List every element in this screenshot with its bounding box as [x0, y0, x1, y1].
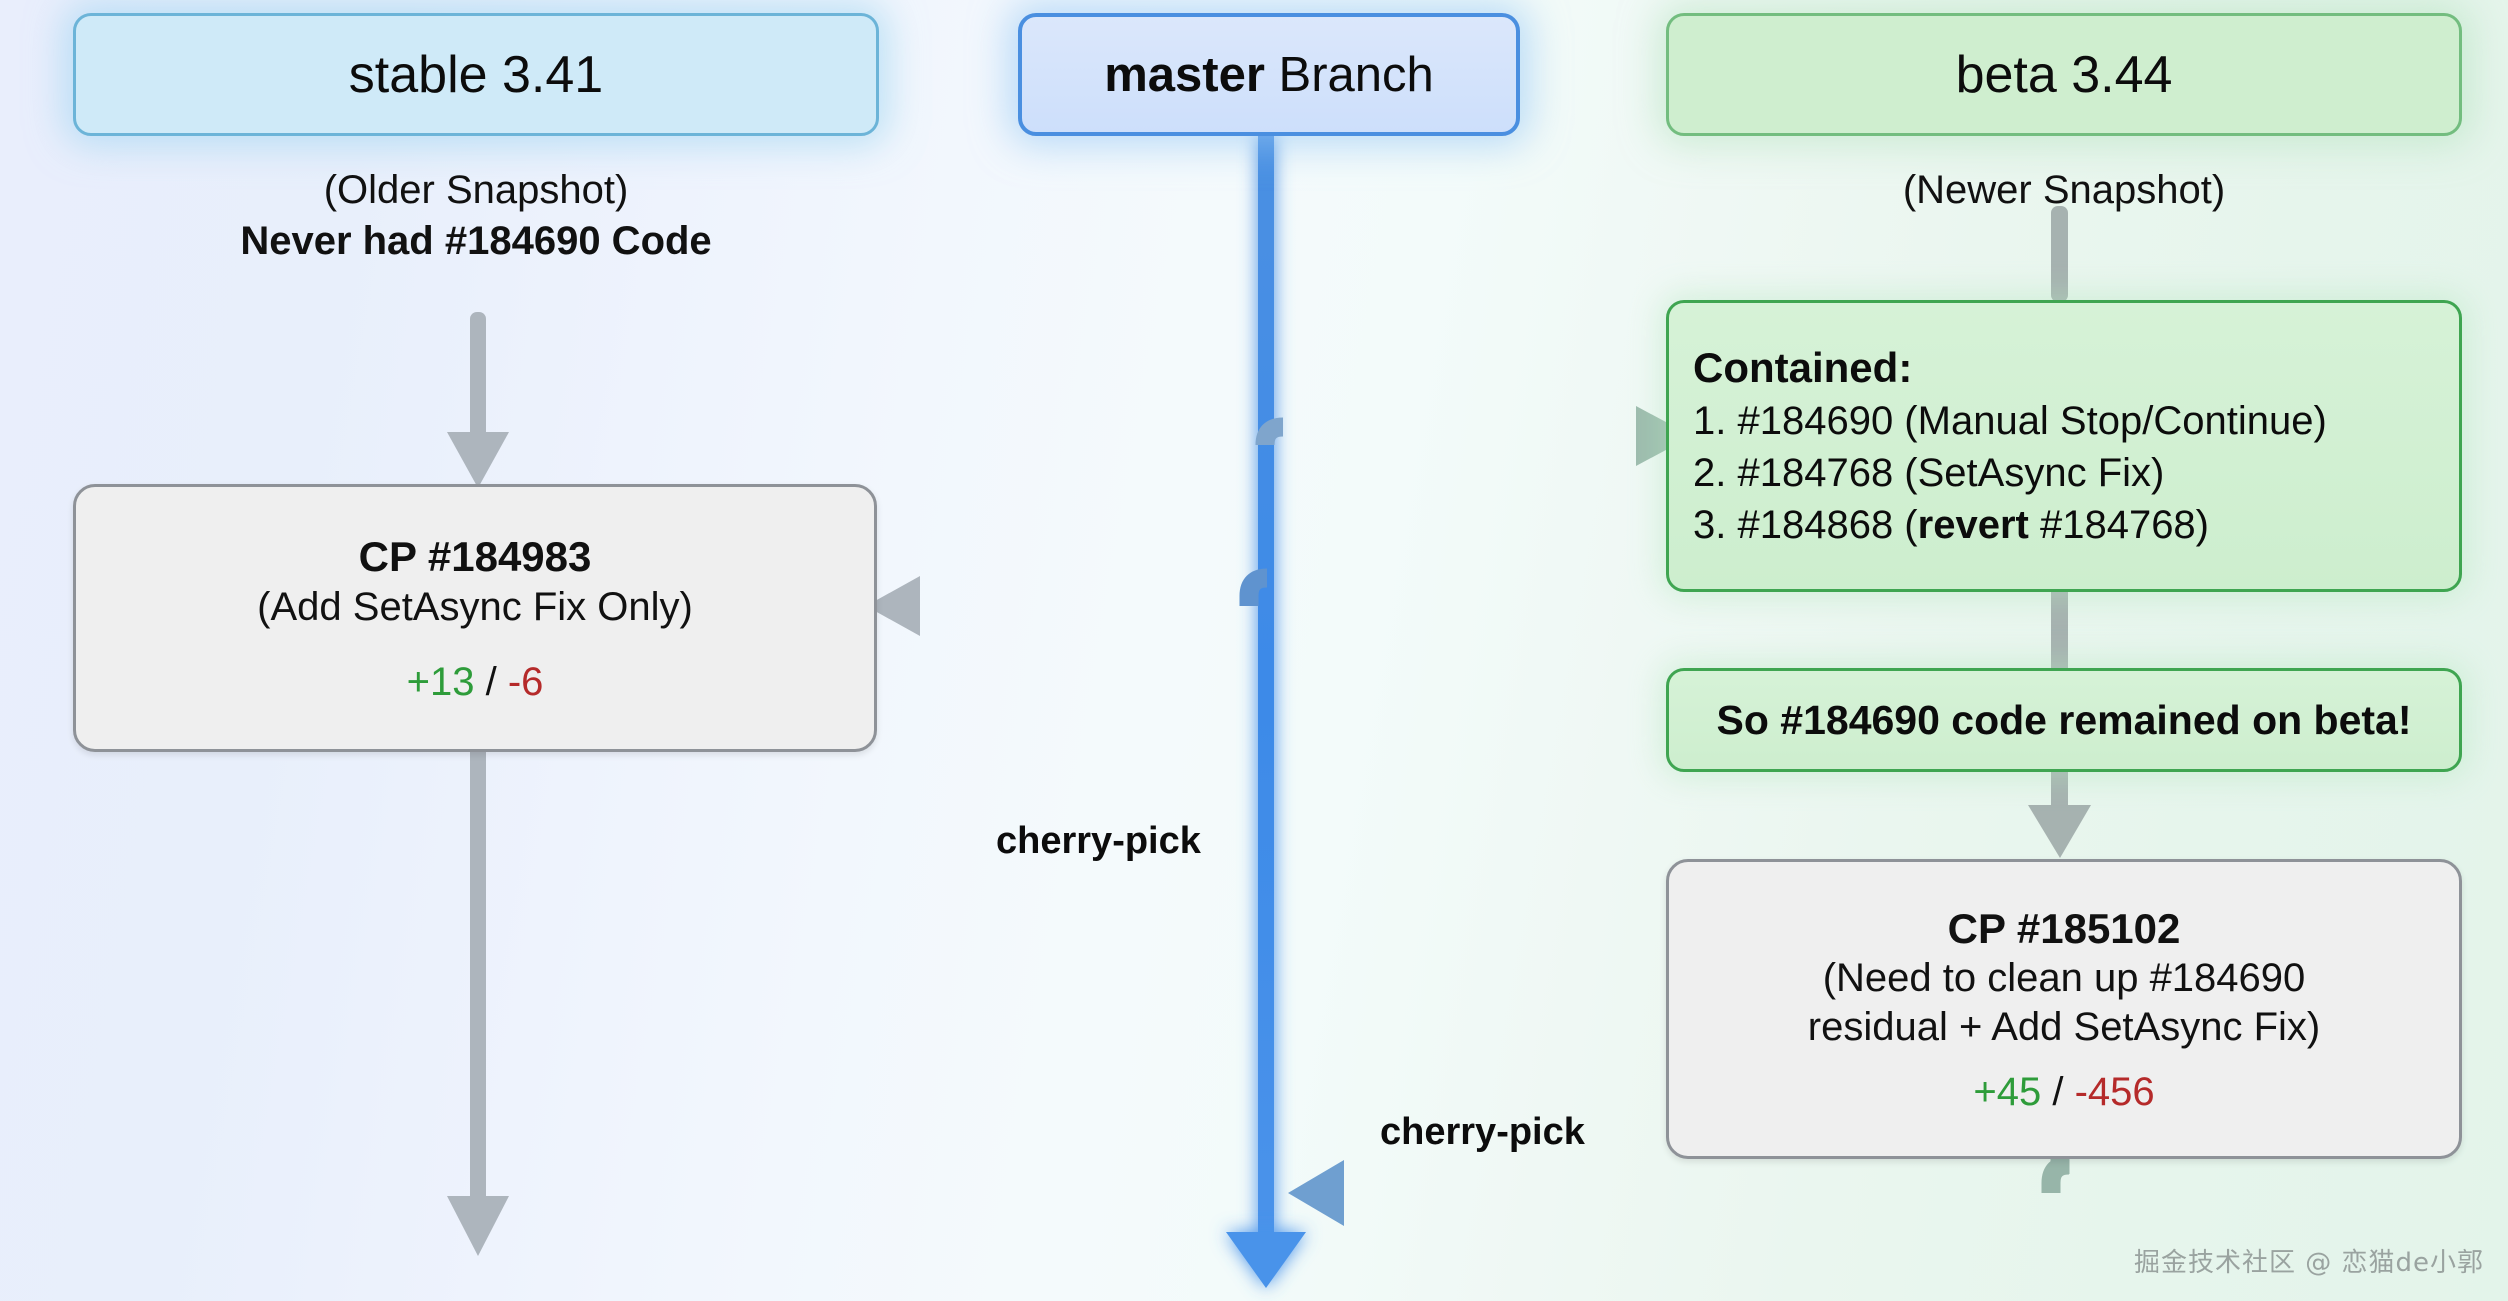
cherry-pick-label-from-beta: cherry-pick	[1380, 1111, 1585, 1153]
contained-item-3-bold: revert	[1917, 503, 2029, 548]
stable-branch-header[interactable]: stable 3.41	[73, 13, 879, 136]
beta-remained-label: So #184690 code remained on beta!	[1716, 696, 2412, 743]
beta-remained-note[interactable]: So #184690 code remained on beta!	[1666, 668, 2462, 772]
arrow-master-to-beta	[1255, 406, 1692, 466]
beta-header-label: beta 3.44	[1955, 45, 2173, 104]
beta-branch-header[interactable]: beta 3.44	[1666, 13, 2462, 136]
contained-item-3-text: 3. #184868 (	[1693, 503, 1918, 548]
connector-beta-header-to-contained	[2051, 206, 2068, 302]
stable-cp-deletions: -6	[507, 659, 544, 704]
beta-cp-subtitle-line2: residual + Add SetAsync Fix)	[1807, 1005, 2321, 1050]
stable-cp-diffstat: +13 / -6	[98, 660, 852, 705]
arrow-remained-to-cp-beta	[2028, 772, 2091, 858]
beta-cp-card[interactable]: CP #185102 (Need to clean up #184690 res…	[1666, 859, 2462, 1159]
arrow-master-to-stable-cp	[866, 568, 1268, 636]
master-branch-header[interactable]: master Branch	[1018, 13, 1520, 136]
beta-cp-title: CP #185102	[1947, 905, 2181, 953]
beta-cp-additions: +45	[1973, 1069, 2042, 1114]
contained-heading: Contained:	[1693, 343, 1913, 391]
beta-caption: (Newer Snapshot)	[1666, 165, 2462, 216]
watermark: 掘金技术社区 @ 恋猫de小郭	[2133, 1248, 2484, 1278]
master-header-regular: Branch	[1278, 47, 1434, 102]
connector-contained-to-remained	[2051, 592, 2068, 670]
stable-cp-subtitle: (Add SetAsync Fix Only)	[257, 584, 693, 629]
contained-item-1-text: 1. #184690 (Manual Stop/Continue)	[1693, 399, 2327, 444]
stable-cp-card[interactable]: CP #184983 (Add SetAsync Fix Only) +13 /…	[73, 484, 877, 752]
arrow-beta-cp-to-master	[1288, 1155, 2070, 1226]
cherry-pick-label-to-stable: cherry-pick	[996, 820, 1201, 862]
stable-caption-line2: Never had #184690 Code	[240, 219, 712, 264]
contained-item-2: 2. #184768 (SetAsync Fix)	[1693, 447, 2435, 499]
stable-caption-line1: (Older Snapshot)	[323, 168, 629, 212]
stable-cp-separator: /	[485, 659, 497, 704]
stable-header-label: stable 3.41	[348, 45, 604, 104]
beta-cp-diffstat: +45 / -456	[1691, 1070, 2437, 1115]
stable-cp-title: CP #184983	[358, 533, 592, 581]
contained-item-3: 3. #184868 (revert #184768)	[1693, 499, 2435, 551]
master-header-label: master Branch	[1022, 47, 1516, 103]
arrow-stable-header-to-cp	[447, 312, 509, 488]
stable-caption: (Older Snapshot) Never had #184690 Code	[73, 165, 879, 267]
beta-cp-deletions: -456	[2074, 1069, 2155, 1114]
beta-cp-subtitle-line1: (Need to clean up #184690	[1822, 956, 2306, 1001]
contained-item-1: 1. #184690 (Manual Stop/Continue)	[1693, 395, 2435, 447]
contained-item-3-tail: #184768)	[2028, 503, 2209, 548]
arrow-stable-cp-to-bottom	[447, 752, 509, 1256]
beta-caption-line1: (Newer Snapshot)	[1902, 168, 2226, 212]
master-header-bold: master	[1104, 47, 1265, 102]
master-branch-line	[1226, 136, 1306, 1288]
stable-cp-additions: +13	[406, 659, 475, 704]
beta-contained-card[interactable]: Contained: 1. #184690 (Manual Stop/Conti…	[1666, 300, 2462, 592]
contained-item-2-text: 2. #184768 (SetAsync Fix)	[1693, 451, 2165, 496]
beta-cp-separator: /	[2052, 1069, 2064, 1114]
